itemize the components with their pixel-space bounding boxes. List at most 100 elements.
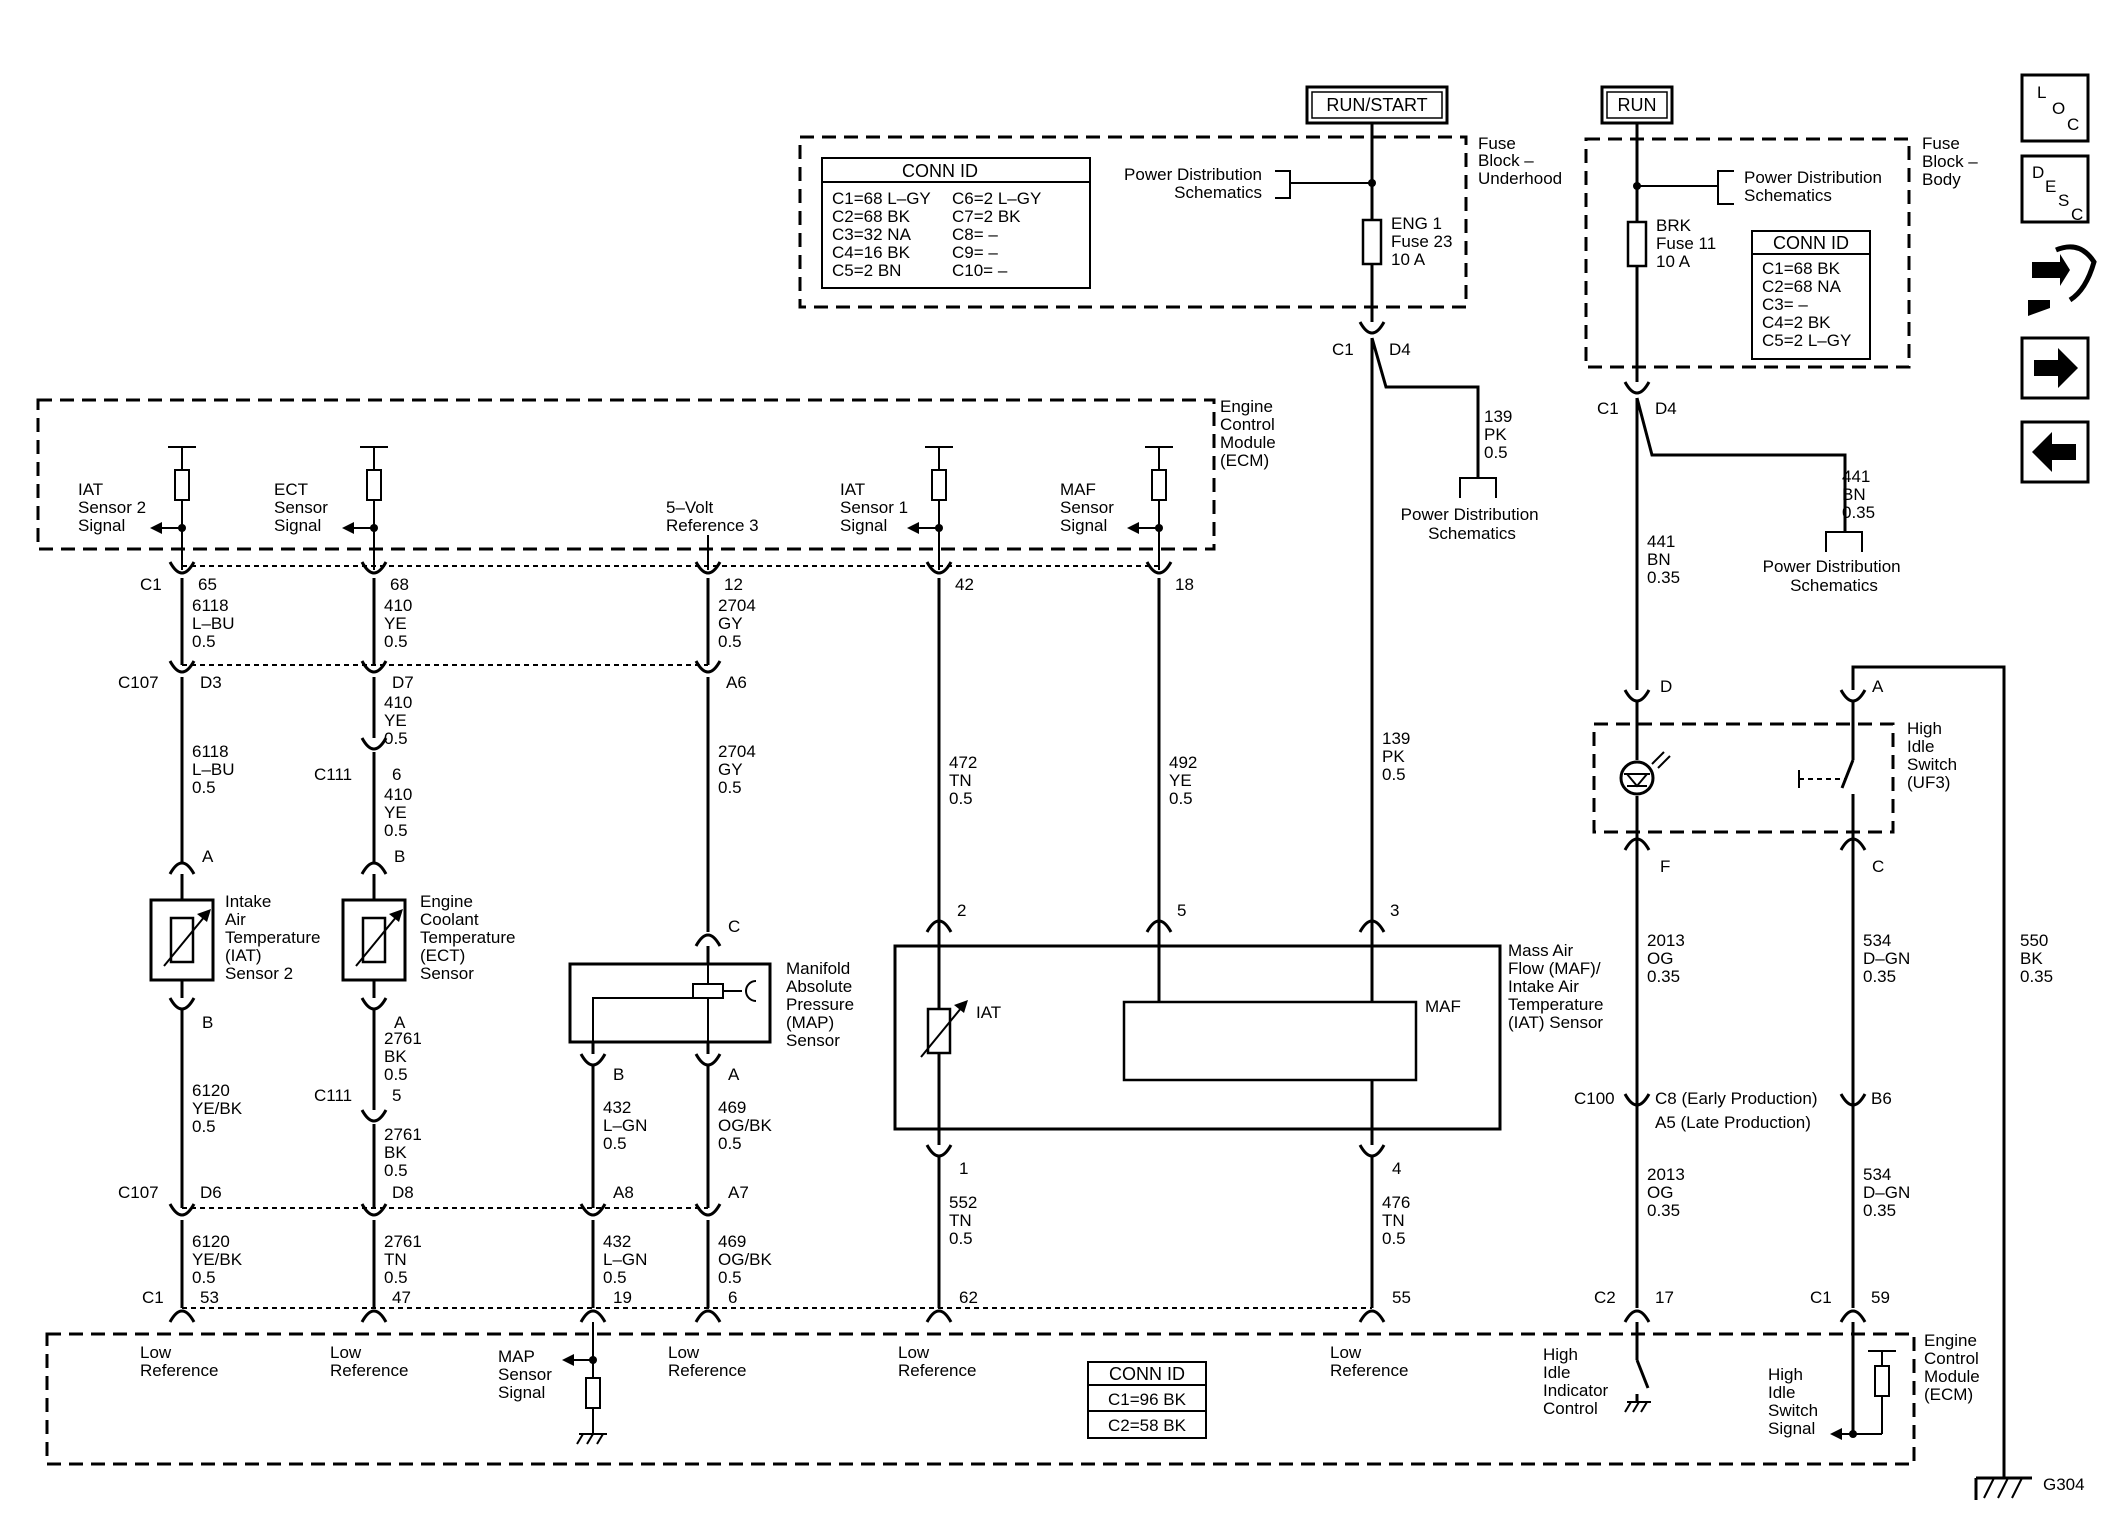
map-pin-c [694, 933, 722, 947]
iat2-sensor-label: Intake Air Temperature (IAT) Sensor 2 [225, 892, 325, 983]
svg-text:O: O [2052, 99, 2065, 118]
pin-a6: A6 [726, 673, 747, 692]
c107-bottom-label: C107 [118, 1183, 159, 1202]
pin-62: 62 [959, 1288, 978, 1307]
loc-icon[interactable]: L O C [2020, 73, 2090, 143]
c1-label-right: C1 [1597, 399, 1619, 418]
iat2-pin-b-label: B [202, 1013, 213, 1032]
wire-469-b-label: 469 OG/BK 0.5 [718, 1232, 777, 1287]
c2-label: C2 [1594, 1288, 1616, 1307]
pin-47: 47 [392, 1288, 411, 1307]
wire-534-b-label: 534 D–GN 0.35 [1863, 1165, 1915, 1220]
eng-fuse-icon [1361, 218, 1383, 266]
maf-iat-top-pins [925, 919, 1386, 933]
pin-d8: D8 [392, 1183, 414, 1202]
pds-top-left: Power Distribution Schematics [1124, 165, 1372, 202]
run-label: RUN [1618, 95, 1657, 115]
c100-c8-label: C8 (Early Production) [1655, 1089, 1818, 1108]
fuse-block-body-label: Fuse Block – Body [1922, 134, 1982, 189]
iat-inner-label: IAT [976, 1003, 1001, 1022]
c107-top-pins [168, 660, 722, 674]
conn-id-ecm: CONN ID C1=96 BK C2=58 BK [1087, 1361, 1207, 1439]
svg-text:Power Distribution: Power Distribution [1744, 168, 1882, 187]
next-arrow-icon[interactable] [2020, 336, 2090, 400]
svg-text:Power Distribution: Power Distribution [1124, 165, 1262, 184]
pin-6: 6 [392, 765, 401, 784]
ecm-resistor-iat1 [907, 446, 953, 570]
wire-2013-a-label: 2013 OG 0.35 [1647, 931, 1690, 986]
pds-mid-right: Power Distribution Schematics [1763, 557, 1906, 595]
back-arrow-icon[interactable] [2020, 420, 2090, 484]
svg-text:CONN ID: CONN ID [902, 161, 978, 181]
c1-label: C1 [1332, 340, 1354, 359]
ref5v-label: 5–Volt Reference 3 [666, 498, 759, 535]
map-pin-b [579, 1053, 607, 1067]
desc-icon[interactable]: D E S C [2020, 154, 2090, 224]
low-ref-1: Low Reference [140, 1343, 218, 1380]
pin-12: 12 [724, 575, 743, 594]
brk-fuse-label: BRK Fuse 11 10 A [1656, 216, 1721, 271]
c100-b6-connector [1839, 1093, 1867, 1107]
pin-17: 17 [1655, 1288, 1674, 1307]
c100-label: C100 [1574, 1089, 1615, 1108]
switch-pin-a [1839, 689, 1867, 703]
wire-2761-c-label: 2761 TN 0.5 [384, 1232, 427, 1287]
ect-sensor-label: Engine Coolant Temperature (ECT) Sensor [420, 892, 520, 983]
low-ref-3: Low Reference [668, 1343, 746, 1380]
connector-icon[interactable] [2028, 244, 2097, 316]
high-idle-switch-label: High Idle Switch (UF3) [1907, 719, 1962, 792]
wire-2704-a-label: 2704 GY 0.5 [718, 596, 761, 651]
wire-534-a-label: 534 D–GN 0.35 [1863, 931, 1915, 986]
high-idle-indicator-label: High Idle Indicator Control [1543, 1345, 1613, 1418]
c111-pin5-connector [360, 1109, 388, 1123]
c1-top-label: C1 [140, 575, 162, 594]
wire-6120-a-label: 6120 YE/BK 0.5 [192, 1081, 247, 1136]
ecm-top-box [36, 398, 1216, 551]
svg-text:C2=58 BK: C2=58 BK [1108, 1416, 1187, 1435]
pin-d3: D3 [200, 673, 222, 692]
high-idle-switch-box [1592, 722, 1895, 834]
low-ref-2: Low Reference [330, 1343, 408, 1380]
c1-bottom-pins [168, 1309, 1867, 1323]
wire-472-label: 472 TN 0.5 [949, 753, 982, 808]
run-start-label: RUN/START [1326, 95, 1427, 115]
switch-pin-c-label: C [1872, 857, 1884, 876]
iat2-pin-a [168, 861, 196, 875]
ect-pin-b [360, 861, 388, 875]
maf-inner-label: MAF [1425, 997, 1461, 1016]
maf-signal-label: MAF Sensor Signal [1060, 480, 1119, 535]
pin-18: 18 [1175, 575, 1194, 594]
pin-d7: D7 [392, 673, 414, 692]
svg-text:C4=16 BK: C4=16 BK [832, 243, 911, 262]
svg-text:L: L [2037, 83, 2046, 102]
map-signal-circuit [562, 1322, 607, 1445]
pin-59: 59 [1871, 1288, 1890, 1307]
conn-id-body: CONN ID C1=68 BK C2=68 NA C3= – C4=2 BK … [1751, 230, 1871, 360]
fuse-block-underhood-label: Fuse Block – Underhood [1478, 134, 1562, 188]
svg-text:D: D [2032, 163, 2044, 182]
svg-text:CONN ID: CONN ID [1109, 1364, 1185, 1384]
lamp-pin-d-label: D [1660, 677, 1672, 696]
svg-text:CONN ID: CONN ID [1773, 233, 1849, 253]
iat2-sensor-icon [149, 898, 215, 982]
maf-pin-4-connector [1358, 1144, 1386, 1158]
wire-139-label: 139 PK 0.5 [1382, 729, 1415, 784]
pin-42: 42 [955, 575, 974, 594]
high-idle-switch-signal-label: High Idle Switch Signal [1768, 1365, 1823, 1438]
indicator-led-icon [1619, 751, 1671, 796]
svg-text:C6=2 L–GY: C6=2 L–GY [952, 189, 1041, 208]
pds-top-right: Power Distribution Schematics [1637, 168, 1882, 205]
c1-right-label: C1 [1810, 1288, 1832, 1307]
wire-139-top: 139 PK 0.5 [1484, 407, 1517, 462]
wire-492-label: 492 YE 0.5 [1169, 753, 1202, 808]
svg-text:C7=2 BK: C7=2 BK [952, 207, 1021, 226]
high-idle-indicator-switch [1624, 1322, 1651, 1413]
svg-text:Schematics: Schematics [1744, 186, 1832, 205]
c111-lower-label: C111 [314, 1086, 352, 1105]
wire-2761-b-label: 2761 BK 0.5 [384, 1125, 427, 1180]
ect-pin-a [360, 997, 388, 1011]
wire-410-a-label: 410 YE 0.5 [384, 596, 417, 651]
lamp-pin-d [1623, 689, 1651, 703]
wire-469-a-label: 469 OG/BK 0.5 [718, 1098, 777, 1153]
map-pin-b-label: B [613, 1065, 624, 1084]
